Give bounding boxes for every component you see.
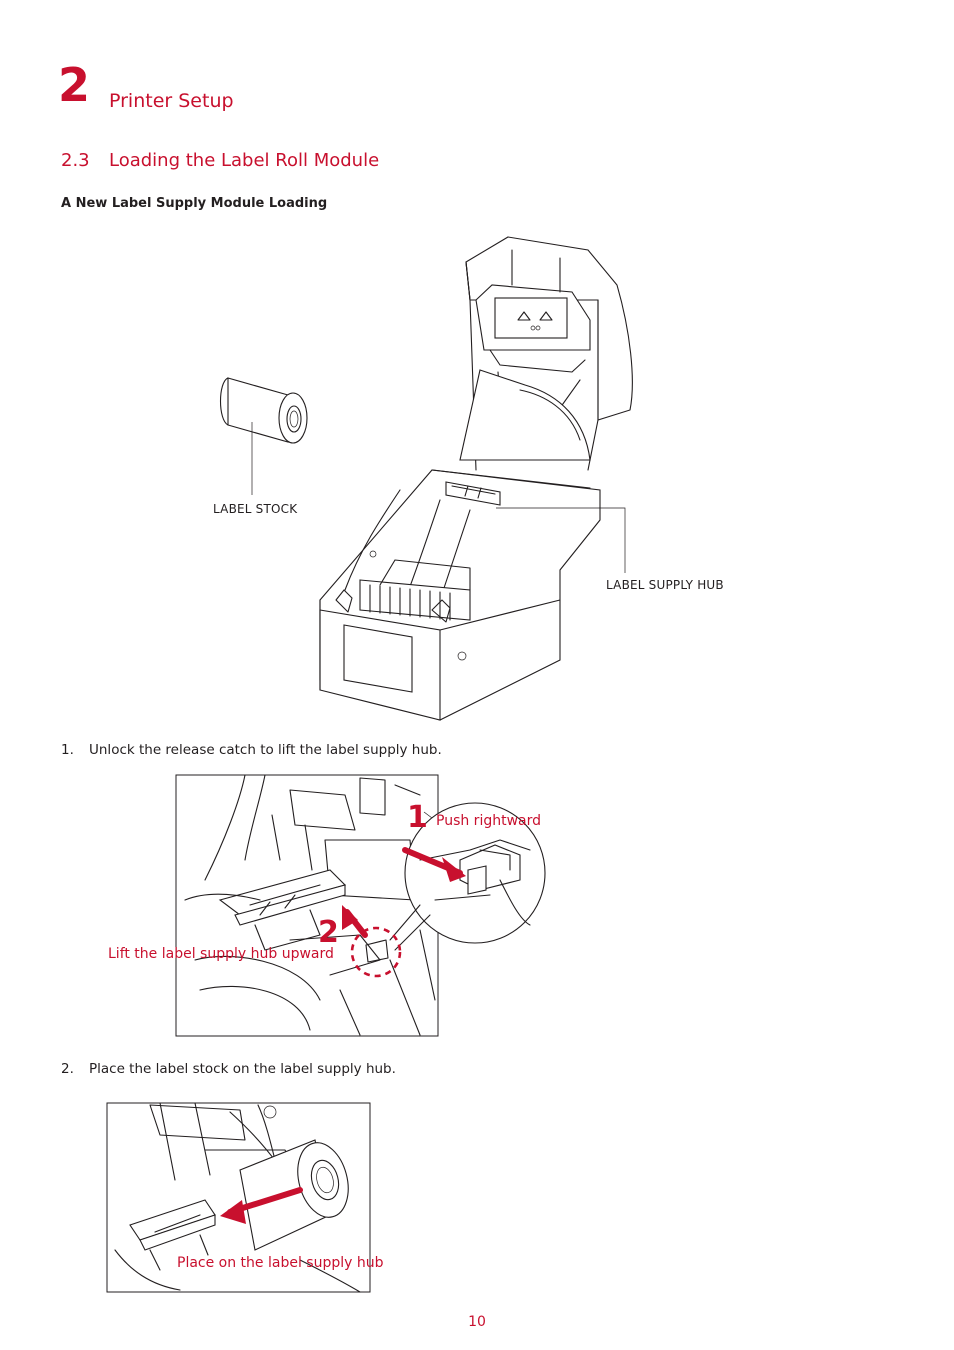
step-2-text: Place the label stock on the label suppl… bbox=[89, 1061, 396, 1077]
step-1-marker: 1. bbox=[61, 742, 74, 758]
step1-illustration bbox=[175, 774, 546, 1037]
push-rightward-callout: Push rightward bbox=[436, 813, 542, 829]
printer-body bbox=[319, 236, 633, 721]
step-2-marker: 2. bbox=[61, 1061, 74, 1077]
section-number: 2.3 bbox=[61, 150, 90, 171]
label-stock-roll bbox=[219, 377, 308, 495]
chapter-number: 2 bbox=[58, 58, 91, 112]
step2-illustration bbox=[106, 1102, 371, 1293]
badge-1: 1 bbox=[407, 800, 428, 835]
chapter-title: Printer Setup bbox=[109, 90, 234, 112]
page-number: 10 bbox=[468, 1314, 486, 1330]
label-stock-caption: LABEL STOCK bbox=[213, 502, 298, 516]
subsection-heading: A New Label Supply Module Loading bbox=[61, 196, 328, 211]
label-supply-hub-leader bbox=[496, 507, 626, 573]
lift-hub-callout: Lift the label supply hub upward bbox=[108, 946, 334, 962]
label-supply-hub-caption: LABEL SUPPLY HUB bbox=[606, 578, 724, 592]
section-title: Loading the Label Roll Module bbox=[109, 150, 380, 171]
badge-2: 2 bbox=[318, 915, 339, 950]
place-on-hub-callout: Place on the label supply hub bbox=[177, 1255, 384, 1271]
step-1-text: Unlock the release catch to lift the lab… bbox=[89, 742, 442, 758]
